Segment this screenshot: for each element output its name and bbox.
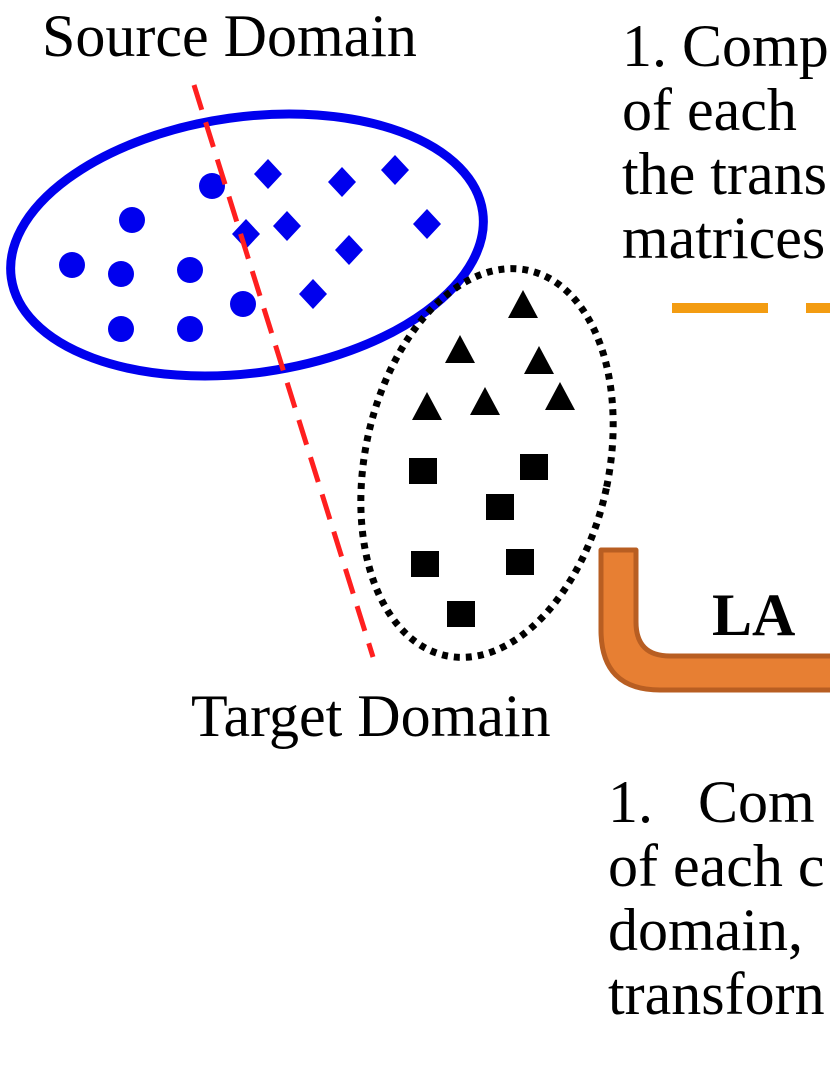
source-circles — [59, 173, 256, 342]
target-triangle-point — [508, 290, 538, 318]
target-square-point — [486, 494, 514, 520]
target-domain-ellipse — [357, 265, 617, 661]
target-square-point — [411, 551, 439, 577]
target-triangles — [412, 290, 575, 420]
text-line: transforn — [608, 961, 825, 1027]
target-triangle-point — [545, 382, 575, 410]
target-triangle-point — [445, 335, 475, 363]
target-square-point — [506, 549, 534, 575]
target-square-point — [447, 601, 475, 627]
top-right-text-block: 1. Comp of each the trans matrices — [622, 13, 829, 271]
target-domain-label: Target Domain — [191, 683, 551, 749]
source-domain-ellipse — [6, 109, 488, 381]
source-diamond-point — [254, 159, 282, 189]
text-line: the trans — [622, 141, 827, 207]
target-triangle-point — [412, 392, 442, 420]
source-circle-point — [199, 173, 225, 199]
text-line: domain, — [608, 897, 803, 963]
la-label: LA — [712, 582, 795, 648]
source-diamond-point — [381, 155, 409, 185]
text-line: of each — [622, 77, 797, 143]
source-circle-point — [230, 291, 256, 317]
source-circle-point — [59, 252, 85, 278]
source-diamond-point — [413, 209, 441, 239]
text-line: matrices — [622, 205, 825, 271]
target-triangle-point — [470, 387, 500, 415]
source-domain-label: Source Domain — [42, 3, 417, 69]
source-diamond-point — [232, 219, 260, 249]
source-diamonds — [232, 155, 441, 309]
source-diamond-point — [273, 211, 301, 241]
source-circle-point — [177, 257, 203, 283]
target-squares — [409, 454, 548, 627]
la-bracket-arrow — [598, 547, 830, 693]
source-circle-point — [108, 261, 134, 287]
source-diamond-point — [299, 279, 327, 309]
source-circle-point — [177, 316, 203, 342]
target-square-point — [409, 458, 437, 484]
source-circle-point — [108, 316, 134, 342]
text-line: 1. Com — [608, 769, 815, 835]
decision-boundary-line — [191, 84, 376, 658]
source-diamond-point — [335, 235, 363, 265]
target-triangle-point — [524, 346, 554, 374]
target-square-point — [520, 454, 548, 480]
source-diamond-point — [328, 167, 356, 197]
source-circle-point — [119, 207, 145, 233]
text-line: of each c — [608, 833, 825, 899]
text-line: 1. Comp — [622, 13, 829, 79]
bottom-right-text-block: 1. Com of each c domain, transforn — [608, 769, 825, 1027]
